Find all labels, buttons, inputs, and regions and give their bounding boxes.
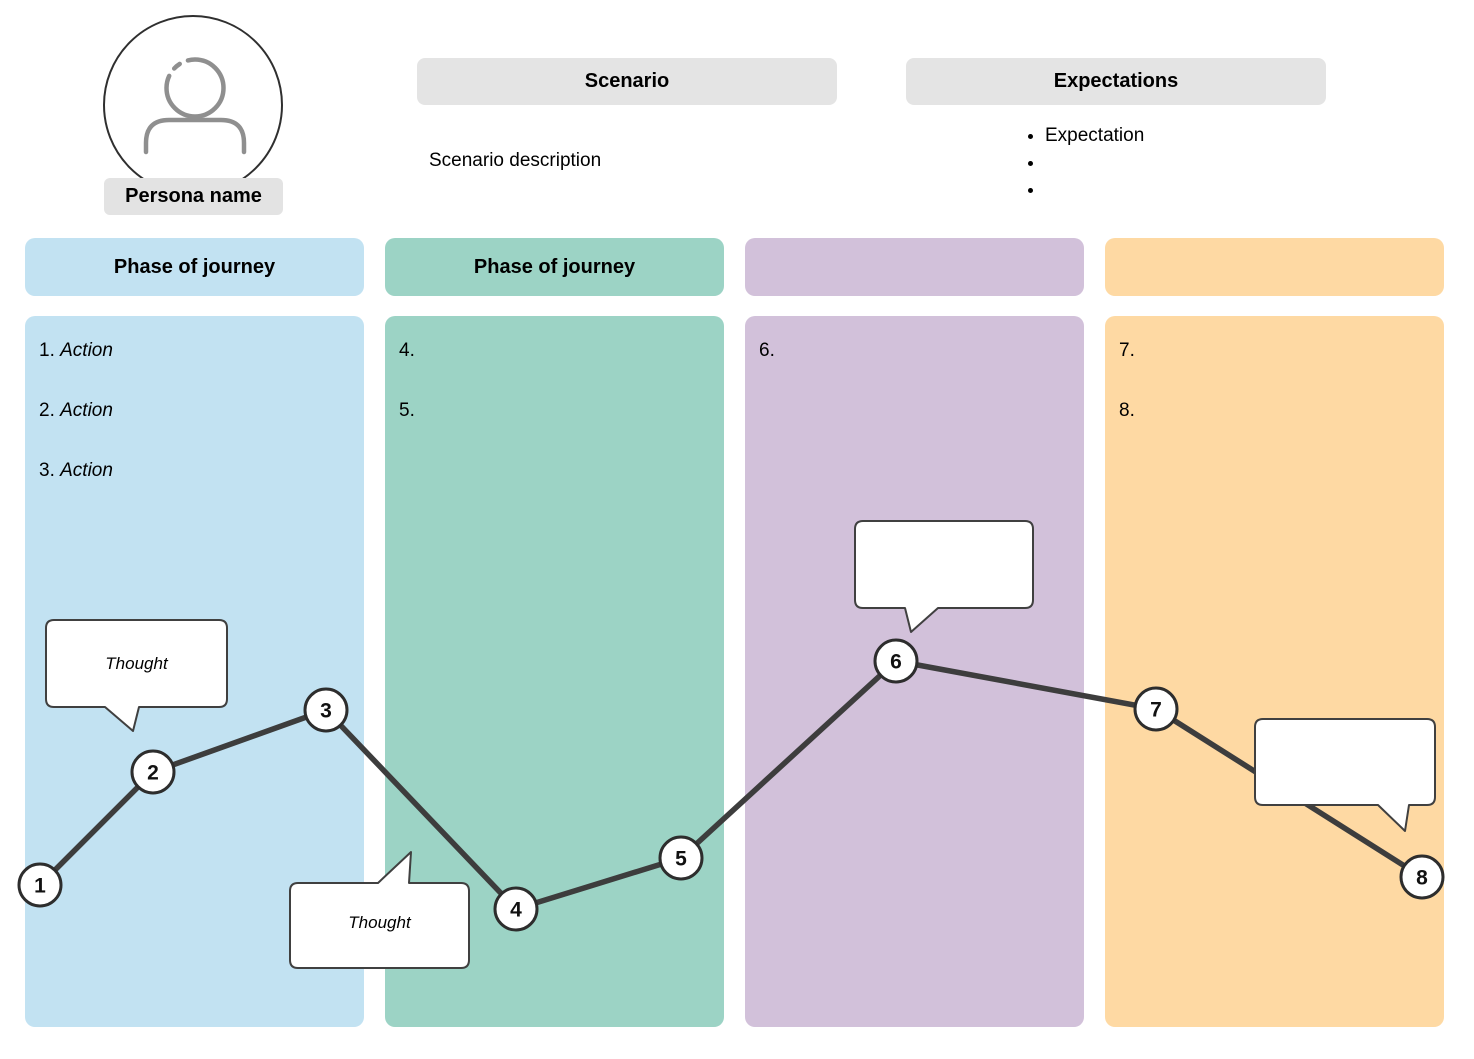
expectation-item[interactable]: Expectation <box>1045 122 1144 149</box>
phase-body-2[interactable]: 4. 5. <box>385 316 724 1027</box>
phase-header-4[interactable] <box>1105 238 1444 296</box>
action-item[interactable]: 8. <box>1119 400 1432 460</box>
phase-body-4[interactable]: 7. 8. <box>1105 316 1444 1027</box>
action-number: 7. <box>1119 340 1141 361</box>
phase-body-3[interactable]: 6. <box>745 316 1084 1027</box>
person-icon <box>143 57 247 155</box>
action-number: 3. <box>39 460 61 481</box>
action-item[interactable]: 6. <box>759 340 1072 400</box>
action-number: 5. <box>399 400 421 421</box>
scenario-header[interactable]: Scenario <box>417 58 837 105</box>
persona-avatar[interactable] <box>103 15 283 195</box>
action-item[interactable]: 3. Action <box>39 460 352 520</box>
phase-header-2[interactable]: Phase of journey <box>385 238 724 296</box>
action-item[interactable]: 1. Action <box>39 340 352 400</box>
expectations-list: Expectation <box>1005 122 1144 203</box>
phase-header-1[interactable]: Phase of journey <box>25 238 364 296</box>
action-text: Action <box>60 340 113 361</box>
action-item[interactable]: 4. <box>399 340 712 400</box>
phase-header-3[interactable] <box>745 238 1084 296</box>
action-text: Action <box>60 400 113 421</box>
action-number: 4. <box>399 340 421 361</box>
action-text: Action <box>60 460 113 481</box>
action-number: 1. <box>39 340 61 361</box>
action-number: 8. <box>1119 400 1141 421</box>
expectation-item[interactable] <box>1045 176 1144 203</box>
persona-name-label[interactable]: Persona name <box>104 178 283 215</box>
action-number: 6. <box>759 340 781 361</box>
action-number: 2. <box>39 400 61 421</box>
expectation-item[interactable] <box>1045 149 1144 176</box>
expectations-header[interactable]: Expectations <box>906 58 1326 105</box>
action-item[interactable]: 5. <box>399 400 712 460</box>
action-item[interactable]: 7. <box>1119 340 1432 400</box>
scenario-description[interactable]: Scenario description <box>429 150 602 171</box>
action-item[interactable]: 2. Action <box>39 400 352 460</box>
